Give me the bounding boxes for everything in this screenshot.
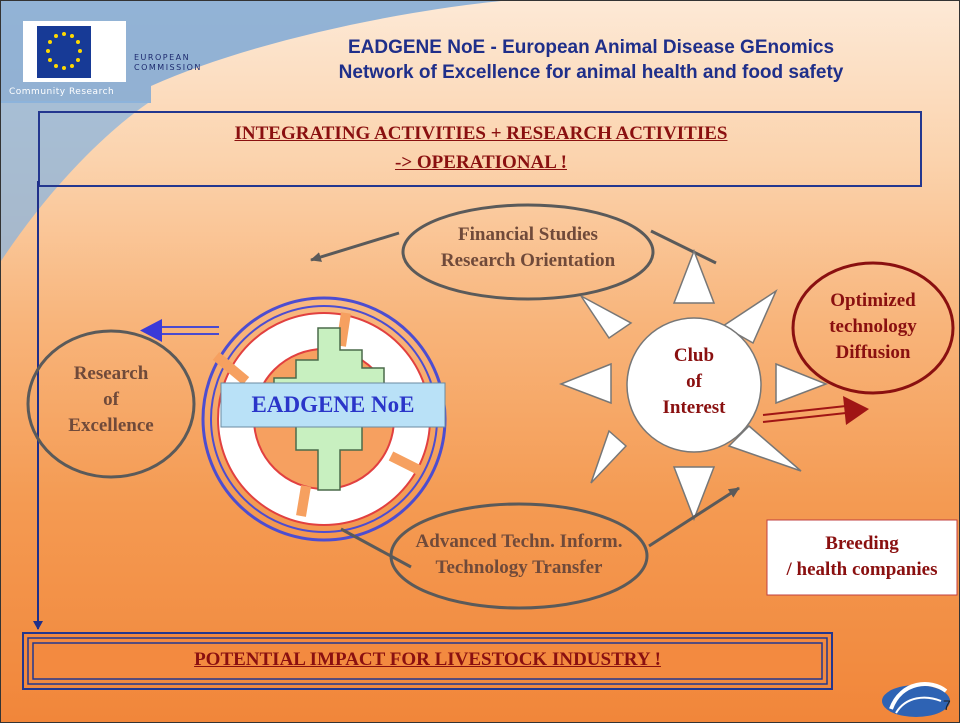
optimized-label: Optimized technology Diffusion	[796, 288, 950, 366]
research-excellence-line3: Excellence	[68, 415, 154, 436]
blue-double-arrow	[140, 319, 219, 342]
advanced-line1: Advanced Techn. Inform.	[415, 531, 623, 552]
eadgene-label: EADGENE NoE	[251, 392, 415, 417]
advanced-line2: Technology Transfer	[435, 557, 603, 578]
header-title-line1: EADGENE NoE - European Animal Disease GE…	[347, 37, 835, 58]
club-label: Club of Interest	[641, 343, 747, 421]
red-double-arrow	[762, 396, 869, 425]
breeding-line2: / health companies	[786, 559, 938, 580]
eadgene-label-box	[220, 382, 446, 428]
top-banner-frame	[38, 111, 922, 187]
club-line2: of	[686, 371, 702, 392]
club-line3: Interest	[662, 397, 726, 418]
research-excellence-line2: of	[103, 389, 119, 410]
top-banner-line2: -> OPERATIONAL !	[395, 152, 567, 173]
header-title-line2: Network of Excellence for animal health …	[338, 62, 844, 83]
top-banner-line1: INTEGRATING ACTIVITIES + RESEARCH ACTIVI…	[234, 123, 728, 144]
optimized-line2: technology	[829, 316, 917, 337]
eu-flag-icon	[23, 21, 126, 82]
eu-logo-text-2: COMMISSION	[134, 63, 202, 72]
financial-label: Financial Studies Research Orientation	[406, 222, 650, 274]
research-excellence-line1: Research	[73, 363, 149, 384]
sun-rays	[558, 248, 829, 522]
optimized-line3: Diffusion	[835, 342, 911, 363]
advanced-label: Advanced Techn. Inform. Technology Trans…	[393, 529, 645, 581]
financial-line2: Research Orientation	[440, 250, 616, 271]
fp6-logo-icon	[882, 682, 950, 717]
breeding-line1: Breeding	[825, 533, 899, 554]
optimized-ellipse	[791, 261, 955, 395]
bottom-banner-frame	[22, 632, 833, 690]
breeding-label: Breeding / health companies	[767, 531, 957, 583]
club-circle	[626, 317, 762, 453]
eu-logo-text-1: EUROPEAN	[134, 53, 191, 62]
research-excellence-ellipse	[26, 329, 196, 479]
page-number: 7	[943, 697, 951, 713]
bottom-banner-text: POTENTIAL IMPACT FOR LIVESTOCK INDUSTRY …	[194, 649, 661, 670]
community-research-label: Community Research	[9, 87, 115, 97]
financial-ellipse	[401, 203, 655, 301]
research-excellence-label: Research of Excellence	[36, 361, 186, 439]
breeding-box	[766, 519, 958, 596]
optimized-line1: Optimized	[830, 290, 916, 311]
financial-line1: Financial Studies	[458, 224, 598, 245]
club-line1: Club	[673, 345, 715, 366]
